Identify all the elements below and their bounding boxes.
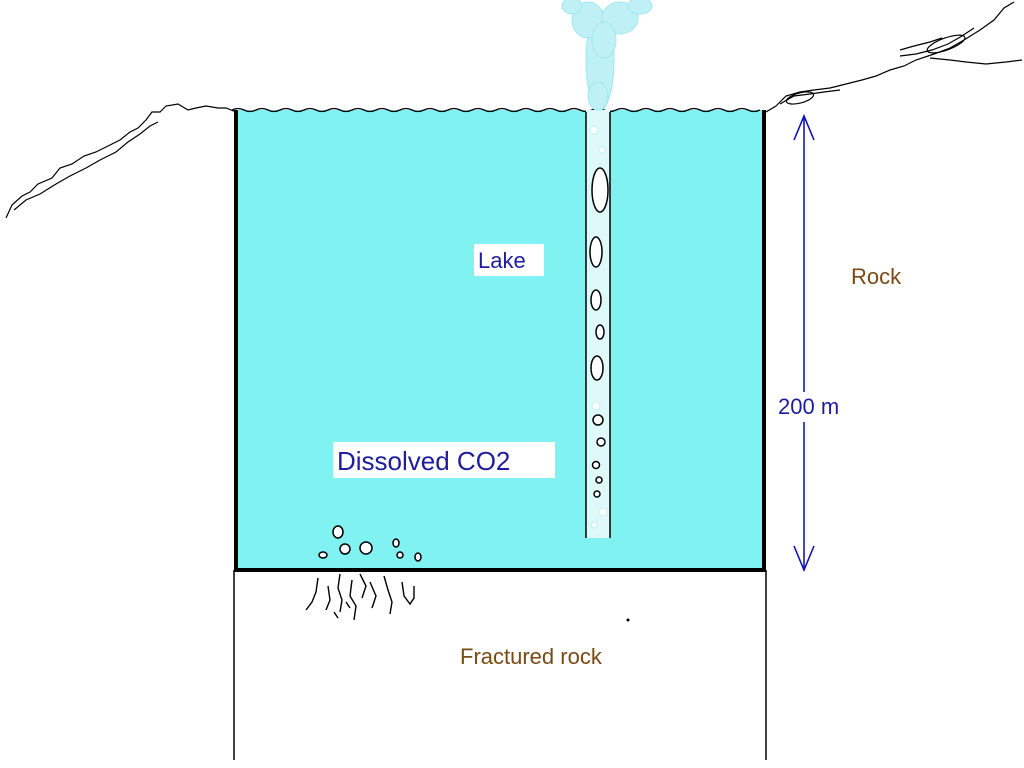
label-dissolved-co2: Dissolved CO2 <box>337 446 510 476</box>
rock-fractures <box>305 573 415 621</box>
label-depth-background <box>775 392 855 422</box>
label-dissolved-background <box>333 442 555 478</box>
terrain <box>5 1 1023 219</box>
gas-column-spray <box>561 0 653 111</box>
terrain-right <box>765 1 1015 113</box>
depth-arrow <box>793 113 815 573</box>
terrain-left <box>5 103 237 219</box>
fractured-rock-zone <box>233 570 767 760</box>
floor-bubbles <box>318 525 422 562</box>
label-depth: 200 m <box>778 394 839 419</box>
label-depth-group: 200 m <box>775 392 855 422</box>
label-lake-group: Lake <box>474 244 544 276</box>
label-lake-background <box>474 244 544 276</box>
column-bubbles <box>589 167 609 498</box>
lake-water <box>236 110 764 570</box>
gas-column <box>561 0 653 538</box>
lake <box>231 107 766 572</box>
label-fractured-rock: Fractured rock <box>460 644 603 669</box>
label-lake: Lake <box>478 248 526 273</box>
label-dissolved-group: Dissolved CO2 <box>333 442 555 478</box>
label-rock: Rock <box>851 264 902 289</box>
lake-surface <box>231 107 761 113</box>
